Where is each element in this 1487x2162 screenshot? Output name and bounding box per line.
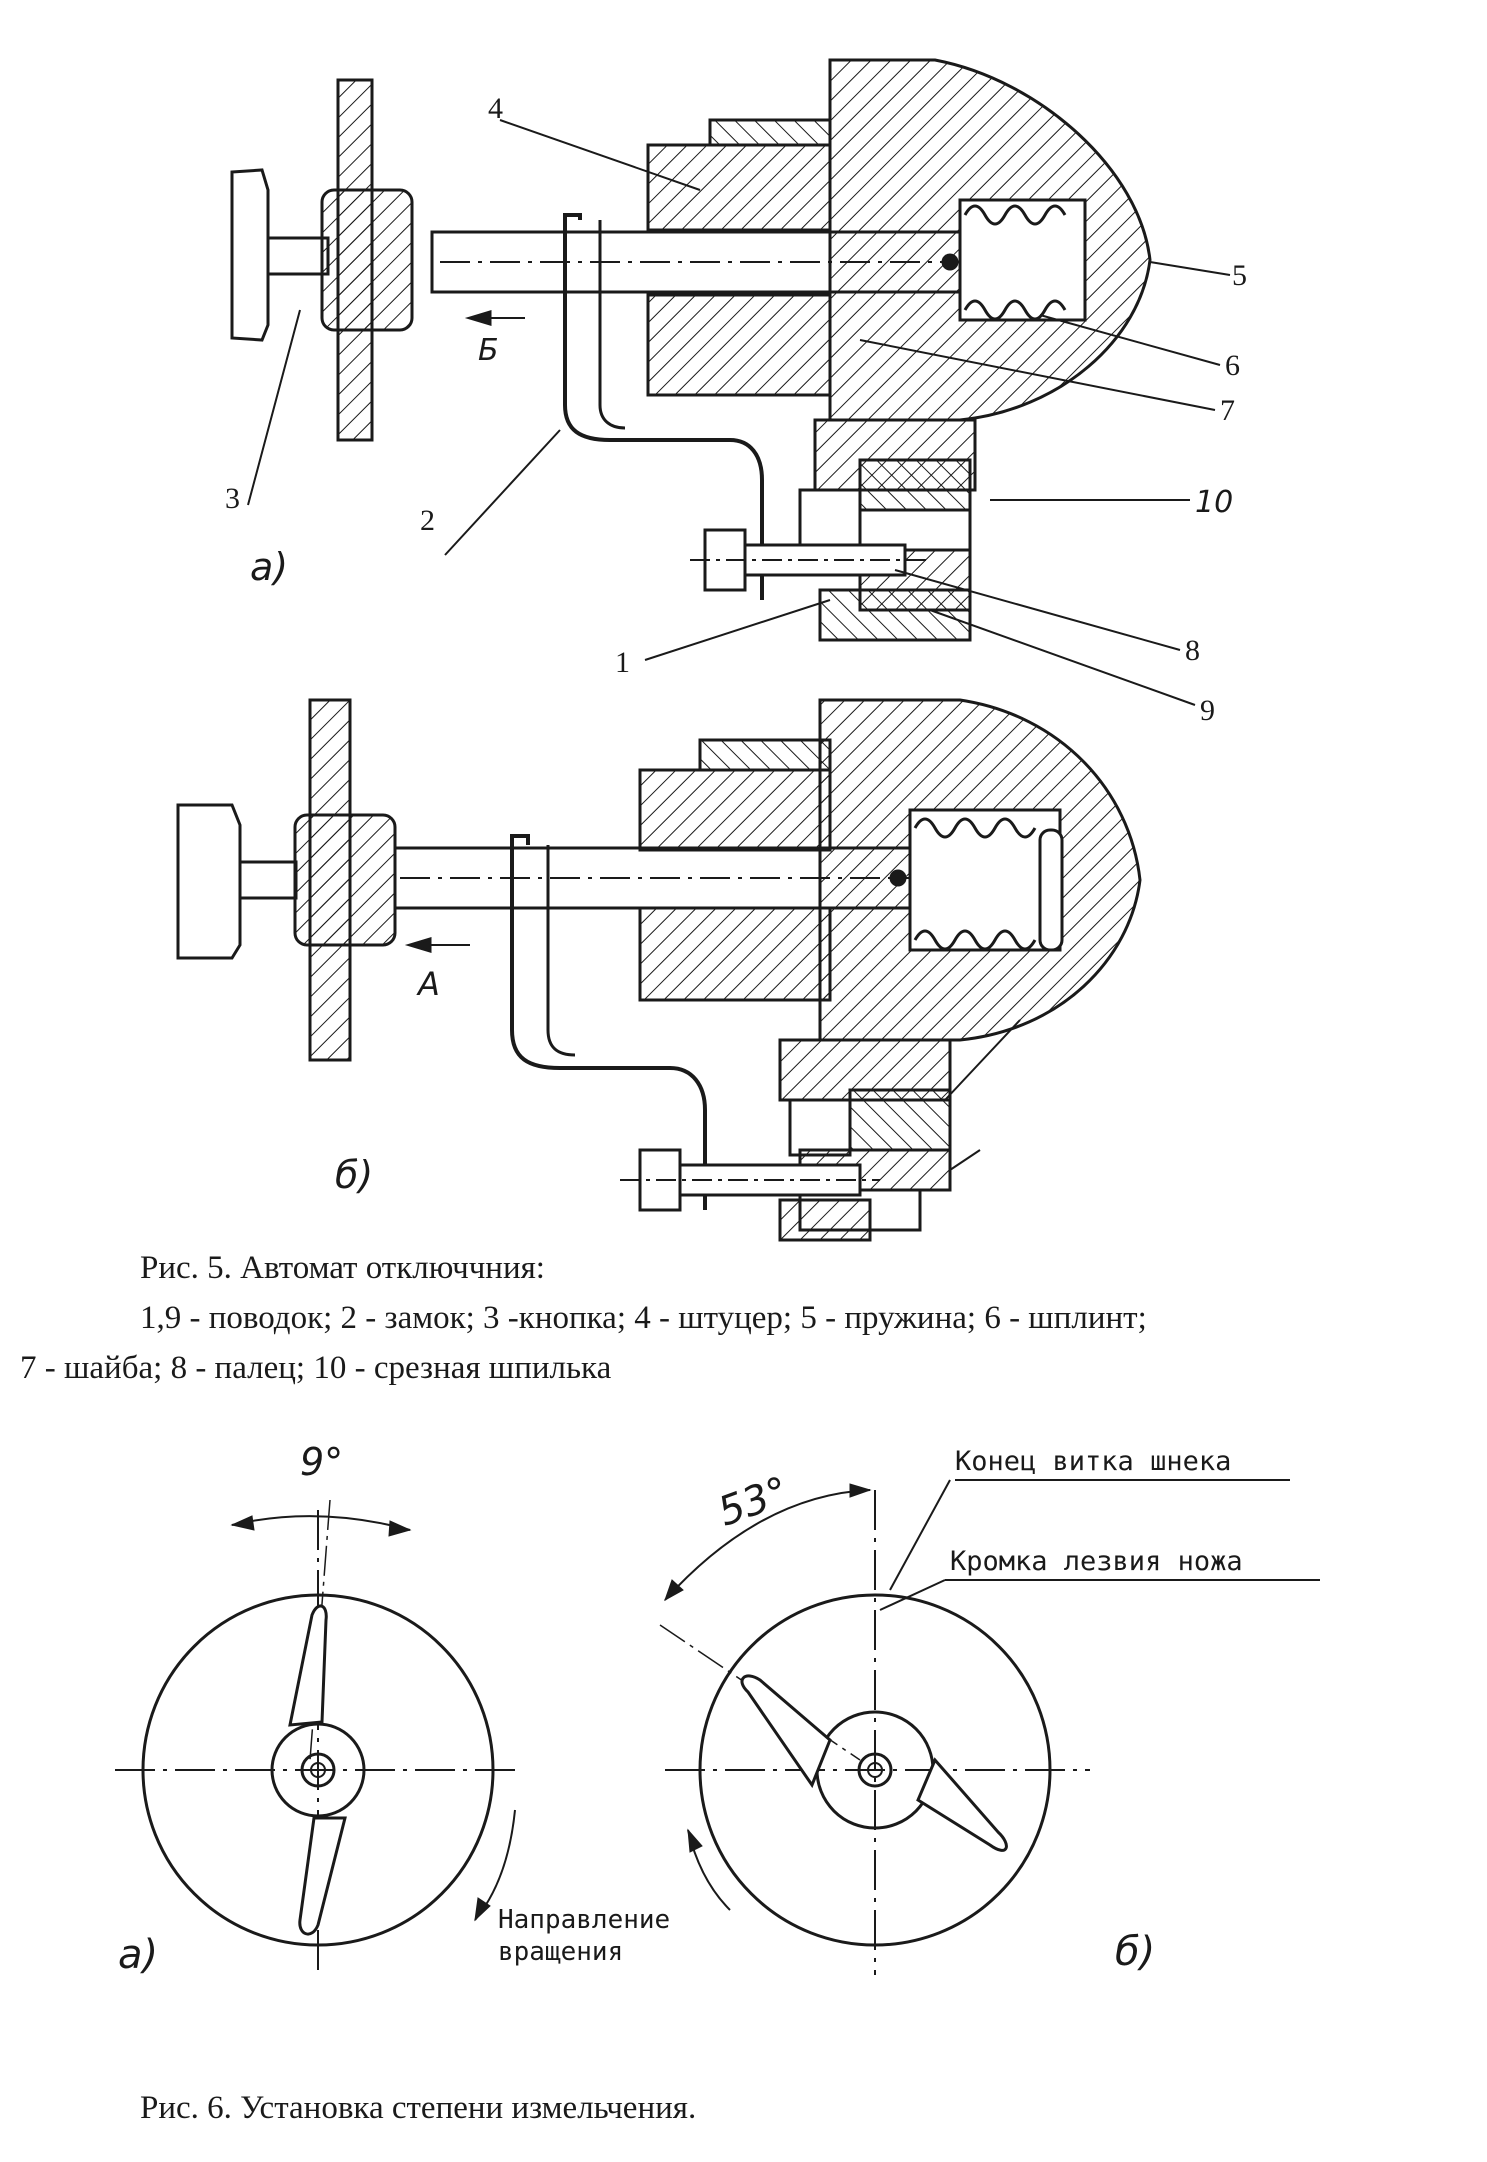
figure6-view-a xyxy=(115,1499,520,1975)
callout-2: 2 xyxy=(420,504,435,537)
figure5-caption-line1: 1,9 - поводок; 2 - замок; 3 -кнопка; 4 -… xyxy=(140,1300,1147,1336)
figure6-a-labels: 9° Направление вращения а) xyxy=(118,1440,670,1978)
callout-1: 1 xyxy=(615,646,630,679)
figure5-a-labels: 4 5 6 7 10 8 9 1 2 3 Б а) xyxy=(225,92,1247,727)
arrow-label-a: А xyxy=(416,965,440,1003)
callout-3: 3 xyxy=(225,482,240,515)
subfigure-label-5a: а) xyxy=(250,545,288,589)
figure6-caption: Рис. 6. Установка степени измельчения. xyxy=(140,2090,697,2126)
label-blade-edge: Кромка лезвия ножа xyxy=(950,1546,1243,1577)
arrow-label-b: Б xyxy=(478,333,499,368)
figure5-view-b xyxy=(176,698,1142,1242)
subfigure-label-6b: б) xyxy=(1115,1929,1155,1975)
angle-label-53: 53° xyxy=(712,1468,794,1535)
callout-4: 4 xyxy=(488,92,503,125)
angle-label-9: 9° xyxy=(300,1440,343,1484)
rotation-label-2: вращения xyxy=(498,1937,623,1967)
callout-6: 6 xyxy=(1225,349,1240,382)
figure5-caption-title: Рис. 5. Автомат отключчния: xyxy=(140,1250,545,1286)
figure6-b-labels: 53° Конец витка шнека Кромка лезвия ножа… xyxy=(712,1446,1242,1975)
figure5-b-labels: А б) xyxy=(335,965,440,1197)
subfigure-label-6a: а) xyxy=(118,1932,158,1978)
rotation-label-1: Направление xyxy=(498,1905,670,1935)
figure5-caption-line2: 7 - шайба; 8 - палец; 10 - срезная шпиль… xyxy=(20,1350,612,1386)
figure5-view-a xyxy=(230,58,1231,706)
callout-8: 8 xyxy=(1185,634,1200,667)
figure6-view-b xyxy=(659,1479,1320,1975)
label-auger-end: Конец витка шнека xyxy=(955,1446,1231,1477)
callout-10: 10 xyxy=(1195,485,1233,520)
subfigure-label-5b: б) xyxy=(335,1153,373,1197)
callout-7: 7 xyxy=(1220,394,1235,427)
callout-5: 5 xyxy=(1232,259,1247,292)
callout-9: 9 xyxy=(1200,694,1215,727)
